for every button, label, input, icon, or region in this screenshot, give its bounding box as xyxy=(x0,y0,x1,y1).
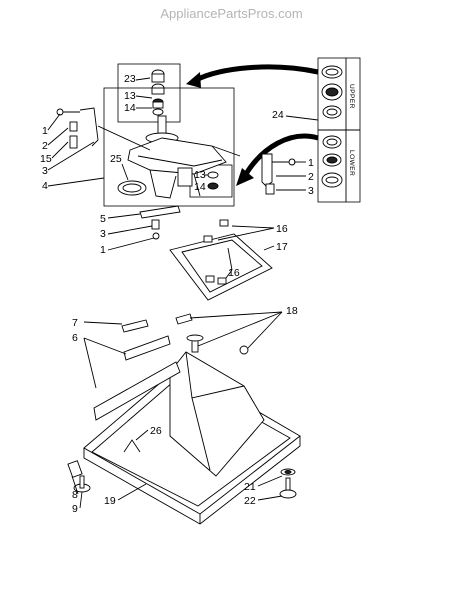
callout-13: 13 xyxy=(124,90,136,102)
upper-arrow xyxy=(194,64,319,83)
callout-6: 6 xyxy=(72,332,78,344)
upper-label: UPPER xyxy=(348,84,355,109)
watermark-text: AppliancePartsPros.com xyxy=(160,6,303,21)
callout-2-right: 2 xyxy=(308,171,314,183)
base-frame xyxy=(83,313,301,525)
seal-panel: UPPER LOWER xyxy=(317,57,361,203)
callout-13-lower: 13 xyxy=(194,169,206,181)
callout-3: 3 xyxy=(42,165,48,177)
mechanism-group-box xyxy=(103,87,235,207)
bracket-17 xyxy=(169,219,273,301)
callout-19: 19 xyxy=(104,495,116,507)
callout-21: 21 xyxy=(244,481,256,493)
lower-arrow xyxy=(243,133,319,176)
callout-15: 15 xyxy=(40,153,52,165)
callout-23: 23 xyxy=(124,73,136,85)
lower-label: LOWER xyxy=(348,150,355,176)
leader-lines xyxy=(47,77,319,509)
seal-kit-top-parts xyxy=(151,69,165,116)
callout-26: 26 xyxy=(150,425,162,437)
left-small-parts xyxy=(56,107,151,151)
callout-7: 7 xyxy=(72,317,78,329)
callout-14: 14 xyxy=(124,102,136,114)
callout-3-lower: 3 xyxy=(100,228,106,240)
callout-22: 22 xyxy=(244,495,256,507)
callout-25: 25 xyxy=(110,153,122,165)
callout-1-right: 1 xyxy=(308,157,314,169)
seal-ring-25 xyxy=(117,180,147,196)
callout-18: 18 xyxy=(286,305,298,317)
lower-small-parts xyxy=(139,205,181,240)
callout-8: 8 xyxy=(72,489,78,501)
callout-16-lower: 16 xyxy=(228,267,240,279)
callout-9: 9 xyxy=(72,503,78,515)
callout-3-right: 3 xyxy=(308,185,314,197)
transmission-assembly xyxy=(127,115,241,199)
callout-2: 2 xyxy=(42,140,48,152)
callout-16: 16 xyxy=(276,223,288,235)
callout-14-lower: 14 xyxy=(194,181,206,193)
seal-kit-box-top xyxy=(117,63,181,123)
callout-1: 1 xyxy=(42,125,48,137)
callout-17: 17 xyxy=(276,241,288,253)
callout-1-lower: 1 xyxy=(100,244,106,256)
callout-5: 5 xyxy=(100,213,106,225)
callout-24: 24 xyxy=(272,109,284,121)
callout-4: 4 xyxy=(42,180,48,192)
right-small-parts xyxy=(261,153,296,195)
